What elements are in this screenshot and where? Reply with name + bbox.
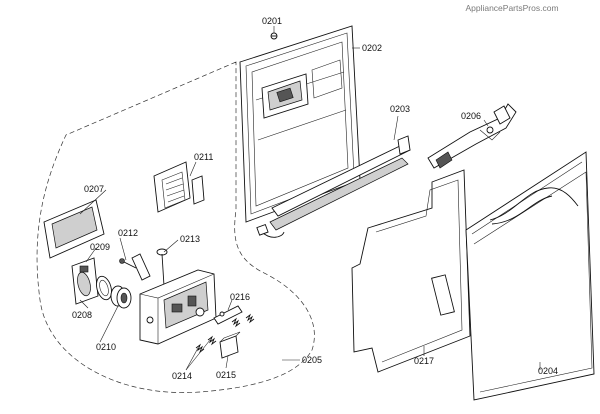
- part-0203-door-gasket: [256, 135, 411, 238]
- part-0206-hinge-latch: [427, 103, 517, 169]
- callout-0208: 0208: [72, 310, 92, 320]
- part-0208-knob-bezel: [71, 257, 99, 305]
- control-group-outline: [36, 61, 315, 393]
- callout-0207: 0207: [84, 184, 104, 194]
- callout-0210: 0210: [96, 342, 116, 352]
- callout-0201: 0201: [262, 16, 282, 26]
- callout-0203: 0203: [390, 104, 410, 114]
- callout-0204: 0204: [538, 366, 558, 376]
- callout-0202: 0202: [362, 43, 382, 53]
- leader-lines: [79, 26, 541, 371]
- part-0210-knob-spring: [110, 285, 132, 309]
- part-0215-switch: [219, 331, 241, 359]
- part-0204-outer-door: [465, 151, 595, 401]
- watermark-text: AppliancePartsPros.com: [465, 3, 558, 13]
- callout-0205: 0205: [302, 355, 322, 365]
- callout-0212: 0212: [118, 228, 138, 238]
- part-0212-pin: [119, 253, 151, 281]
- part-0202-inner-door: [239, 25, 361, 223]
- part-0207-handle-frame: [43, 199, 105, 259]
- callout-0216: 0216: [230, 292, 250, 302]
- callout-0213: 0213: [180, 234, 200, 244]
- part-0205-control-housing: [139, 269, 217, 345]
- part-0216-lever: [213, 305, 243, 325]
- callout-labels: 0201 0202 0203 0204 0205 0206 0207 0208 …: [72, 16, 558, 381]
- part-0217-insulation: [351, 169, 471, 373]
- callout-0211: 0211: [194, 152, 213, 162]
- callout-0209: 0209: [90, 242, 110, 252]
- callout-0217: 0217: [414, 356, 434, 366]
- part-0201-screw: [270, 32, 278, 40]
- callout-0214: 0214: [172, 371, 192, 381]
- part-0211-vent-cover: [153, 161, 205, 213]
- part-0209-knob-ring: [96, 275, 112, 301]
- callout-0206: 0206: [461, 111, 481, 121]
- callout-0215: 0215: [216, 370, 236, 380]
